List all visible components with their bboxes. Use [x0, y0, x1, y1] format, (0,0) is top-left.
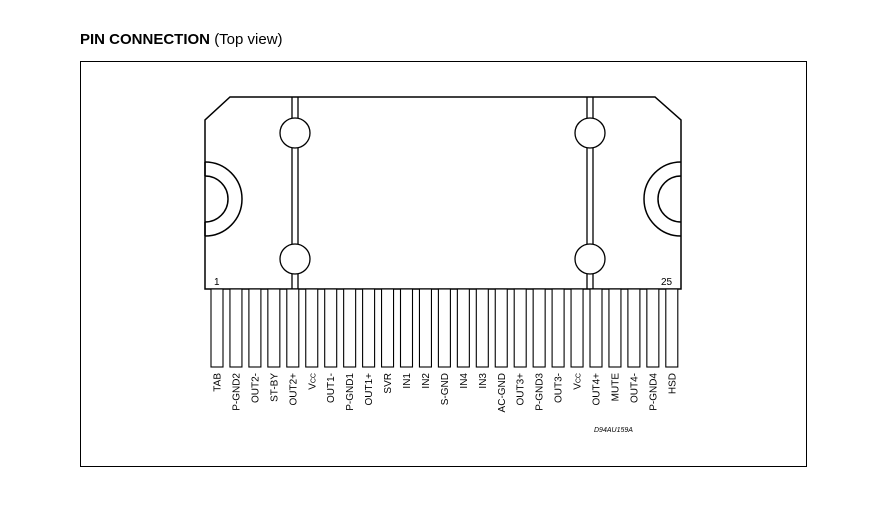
- package-body-outline: [204, 96, 682, 290]
- right-heatsink-rail: [574, 97, 606, 289]
- pin-label: P-GND4: [648, 373, 659, 411]
- pin-label: IN2: [421, 373, 432, 389]
- pin-lead: [399, 288, 414, 368]
- pin-lead: [324, 288, 338, 368]
- heading-title: PIN CONNECTION: [80, 31, 211, 48]
- pin-lead: [646, 288, 660, 368]
- left-heatsink-rail: [279, 97, 311, 289]
- heading-subtitle: (Top view): [214, 31, 283, 48]
- pin-25-number: 25: [661, 277, 673, 288]
- pin-label: P-GND1: [345, 373, 356, 411]
- drawing-code: D94AU159A: [594, 427, 633, 434]
- pin-lead: [343, 288, 357, 368]
- pin-lead: [229, 288, 243, 368]
- pin-leads: [210, 288, 679, 368]
- pin-label: IN4: [459, 373, 470, 389]
- pin-label: IN3: [478, 373, 489, 389]
- pin-lead: [494, 288, 508, 368]
- pin-label: TAB: [213, 373, 224, 392]
- pin-label: OUT2-: [250, 373, 261, 403]
- pin-label: SVR: [383, 373, 394, 394]
- pin-label: OUT3+: [516, 373, 527, 406]
- pin-label: OUT4-: [629, 373, 640, 403]
- pin-label: OUT2+: [288, 373, 299, 406]
- pin-label: HSD: [667, 373, 678, 394]
- pin-lead: [532, 288, 546, 368]
- pin-label: OUT1+: [364, 373, 375, 406]
- pin-label: P-GND2: [231, 373, 242, 411]
- pin-label: MUTE: [610, 373, 621, 402]
- pin-lead: [286, 288, 300, 368]
- pin-label: OUT3-: [554, 373, 565, 403]
- pin-label: VCC: [573, 373, 584, 390]
- pin-lead: [305, 288, 319, 368]
- pin-1-number: 1: [214, 277, 220, 288]
- pin-label: S-GND: [440, 373, 451, 405]
- pin-lead: [551, 288, 565, 368]
- diagram-heading: PIN CONNECTION (Top view): [80, 31, 283, 48]
- diagram-frame: [80, 61, 807, 467]
- pin-lead: [210, 288, 224, 368]
- pin-lead: [513, 288, 527, 368]
- pin-label: ST-BY: [269, 373, 280, 402]
- pin-label: IN1: [402, 373, 413, 389]
- pin-lead: [475, 288, 489, 368]
- pin-lead: [267, 288, 281, 368]
- pin-label: P-GND3: [535, 373, 546, 411]
- pin-lead: [456, 288, 470, 368]
- pin-label: VCC: [307, 373, 318, 390]
- pin-lead: [570, 288, 584, 368]
- pin-lead: [665, 288, 679, 368]
- pin-label: OUT4+: [592, 373, 603, 406]
- pin-lead: [248, 288, 262, 368]
- pin-label: AC-GND: [497, 373, 508, 412]
- pin-label: OUT1-: [326, 373, 337, 403]
- pin-labels: TAB P-GND2 OUT2- ST-BY OUT2+ VCC OUT1- P-GND1 OU…: [213, 373, 679, 413]
- pin-lead: [418, 288, 433, 368]
- left-mounting-slot: [204, 161, 243, 237]
- pin-lead: [627, 288, 641, 368]
- pin-lead: [437, 288, 451, 368]
- pin-lead: [362, 288, 376, 368]
- pin-lead: [589, 288, 603, 368]
- right-mounting-slot: [643, 161, 682, 237]
- pin-lead: [380, 288, 395, 368]
- pin-lead: [608, 288, 622, 368]
